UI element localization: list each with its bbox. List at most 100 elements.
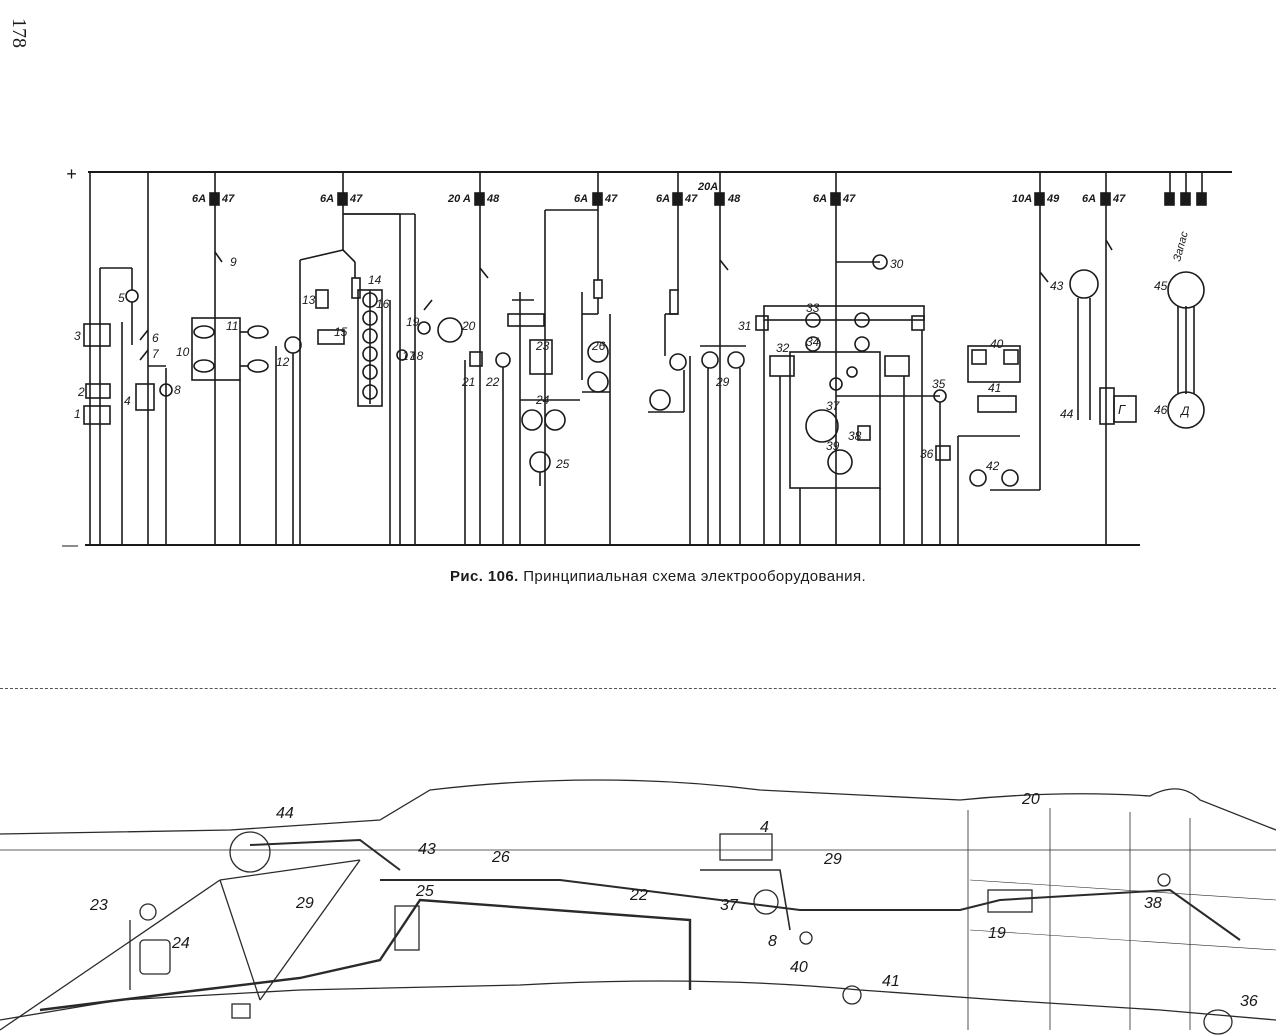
fitting-icon	[1157, 873, 1171, 887]
regulator-icon	[394, 905, 420, 951]
component-label: 34	[806, 335, 820, 349]
component-label: 38	[848, 429, 862, 443]
layout-label: 22	[629, 887, 648, 904]
layout-label: 29	[295, 895, 314, 912]
component-label: 1	[74, 407, 81, 421]
layout-label: 36	[1240, 993, 1258, 1010]
component-label: 45	[1154, 279, 1168, 293]
component-label: 4	[124, 394, 131, 408]
component-label: 18	[410, 349, 424, 363]
fuse-label: 48	[727, 193, 741, 205]
component-label: 2	[77, 385, 85, 399]
figure-caption: Рис. 106. Принципиальная схема электрооб…	[0, 568, 1276, 585]
layout-label: 40	[790, 959, 808, 976]
layout-label: 37	[720, 897, 739, 914]
layout-label: 44	[276, 805, 294, 822]
layout-label: 8	[768, 933, 777, 950]
component-label: 30	[890, 257, 904, 271]
component-label: 33	[806, 301, 820, 315]
component-label: 11	[226, 319, 238, 333]
component-label: 37	[826, 399, 841, 413]
layout-label: 19	[988, 925, 1006, 942]
generator-icon	[229, 831, 271, 873]
fuse-label: 47	[684, 193, 698, 205]
fuse-label: 48	[486, 193, 500, 205]
component-label: 29	[715, 375, 730, 389]
fuse-rating: 6A	[813, 193, 827, 205]
component-label: 21	[461, 375, 475, 389]
fuse-rating: 20A	[697, 181, 718, 193]
component-label: 7	[152, 347, 160, 361]
component-label: 44	[1060, 407, 1074, 421]
wheel-icon	[1203, 1009, 1233, 1035]
component-label: 5	[118, 291, 125, 305]
layout-label: 41	[882, 973, 900, 990]
component-label: 6	[152, 331, 159, 345]
fuse-rating: 6A	[192, 193, 206, 205]
component-label: 42	[986, 459, 1000, 473]
fuse-rating: 10A	[1012, 193, 1032, 205]
layout-label: 43	[418, 841, 436, 858]
figure-number: Рис. 106.	[449, 568, 519, 585]
layout-label: 25	[415, 883, 434, 900]
component-label: 35	[932, 377, 946, 391]
fuse-label: 47	[604, 193, 618, 205]
component-label: 14	[368, 273, 382, 287]
component-label: 36	[920, 447, 934, 461]
lamp-icon	[842, 985, 862, 1005]
component-label: 13	[302, 293, 316, 307]
component-label: 32	[776, 341, 790, 355]
layout-label: 29	[823, 851, 842, 868]
component-label: 15	[334, 325, 348, 339]
unit-icon	[987, 889, 1033, 913]
fuse-label: 47	[349, 193, 363, 205]
instrument-icon	[753, 889, 779, 915]
component-label: 8	[174, 383, 181, 397]
plus-sign: +	[66, 164, 77, 184]
layout-label: 20	[1021, 791, 1040, 808]
battery-icon	[139, 939, 171, 975]
fuse-rating: 6A	[320, 193, 334, 205]
component-label: 25	[555, 457, 570, 471]
page-divider	[0, 688, 1276, 689]
fuse-label: 47	[221, 193, 235, 205]
layout-label: 4	[760, 819, 769, 836]
component-label: 39	[826, 439, 840, 453]
fuse-rating: 6A	[574, 193, 588, 205]
component-label: 17	[402, 349, 417, 363]
lamp-icon	[139, 903, 157, 921]
component-label: 46	[1154, 403, 1168, 417]
component-label: 23	[535, 339, 550, 353]
box-icon	[719, 833, 773, 861]
mount-icon	[231, 1003, 251, 1019]
component-label: 19	[406, 315, 420, 329]
fuse-label: 47	[842, 193, 856, 205]
component-label: 20	[461, 319, 476, 333]
wiring-schematic: + — 6A 47 6A 47 20 A 48 6A 47 6A 47 20A …	[61, 164, 1232, 554]
component-label: 22	[485, 375, 500, 389]
fuse-rating: 6A	[1082, 193, 1096, 205]
component-label: 16	[376, 297, 390, 311]
component-label: 43	[1050, 279, 1064, 293]
fuse-label: 49	[1046, 193, 1060, 205]
layout-label: 23	[89, 897, 108, 914]
component-label: 12	[276, 355, 290, 369]
generator-letter: Г	[1118, 402, 1126, 417]
figure-title: Принципиальная схема электрооборудования…	[523, 568, 867, 585]
fuse-label: 47	[1112, 193, 1126, 205]
component-label: 26	[591, 339, 606, 353]
component-label: 9	[230, 255, 237, 269]
layout-label: 38	[1144, 895, 1162, 912]
fuse-rating: 20 A	[447, 193, 471, 205]
component-label: 24	[535, 393, 550, 407]
component-label: 40	[990, 337, 1004, 351]
component-label: 41	[988, 381, 1001, 395]
minus-sign: —	[61, 537, 79, 554]
socket-icon	[799, 931, 813, 945]
layout-label: 24	[171, 935, 190, 952]
motor-letter: Д	[1179, 404, 1190, 418]
layout-label: 26	[491, 849, 510, 866]
component-label: 10	[176, 345, 190, 359]
